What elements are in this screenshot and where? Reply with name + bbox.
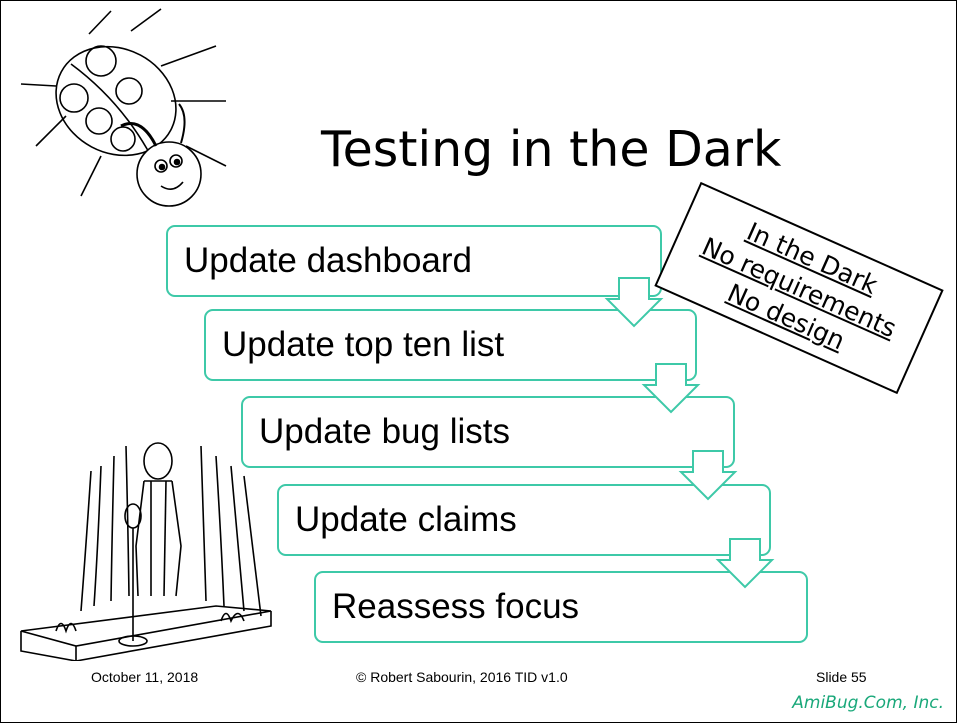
step-label: Update claims: [295, 500, 517, 539]
footer-date: October 11, 2018: [91, 669, 199, 685]
person-in-dark-drawing: [20, 442, 272, 661]
footer-brand: AmiBug.Com, Inc.: [792, 693, 944, 713]
down-arrow-icon: [715, 538, 775, 589]
down-arrow-icon: [641, 363, 701, 414]
step-label: Update dashboard: [184, 241, 472, 280]
step-label: Update top ten list: [222, 325, 505, 364]
step-label: Reassess focus: [332, 587, 580, 626]
step-update-dashboard: Update dashboard: [166, 225, 662, 297]
down-arrow-icon: [678, 450, 738, 501]
footer-slide-number: Slide 55: [816, 669, 867, 685]
slide-title: Testing in the Dark: [321, 121, 782, 178]
ladybug-drawing: [20, 8, 227, 207]
step-reassess-focus: Reassess focus: [314, 571, 808, 643]
step-update-bug-lists: Update bug lists: [241, 396, 735, 468]
step-update-claims: Update claims: [277, 484, 771, 556]
step-label: Update bug lists: [259, 412, 510, 451]
down-arrow-icon: [604, 277, 664, 328]
step-update-top-ten-list: Update top ten list: [204, 309, 697, 381]
footer-copyright: © Robert Sabourin, 2016 TID v1.0: [356, 669, 568, 685]
